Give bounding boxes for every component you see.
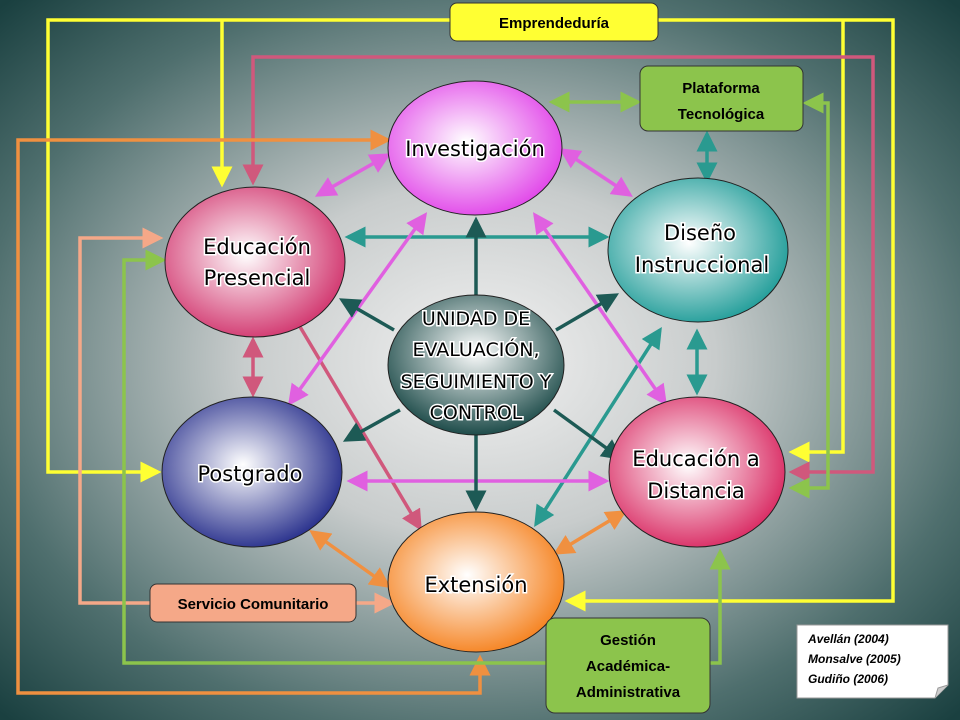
node-center-unidad-evaluacion[interactable]: UNIDAD DE EVALUACIÓN, SEGUIMIENTO Y CONT…: [387, 294, 565, 436]
box-servicio-comunitario[interactable]: Servicio Comunitario: [149, 583, 357, 623]
box-label: Académica-: [586, 658, 670, 675]
citation-note: Avellán (2004) Monsalve (2005) Gudiño (2…: [796, 624, 949, 699]
box-label: Gestión: [600, 632, 656, 649]
citation: Gudiño (2006): [808, 672, 888, 686]
box-plataforma-tecnologica[interactable]: Plataforma Tecnológica: [639, 65, 804, 132]
node-label: Presencial: [204, 266, 311, 290]
box-label: Servicio Comunitario: [178, 596, 329, 613]
node-label: UNIDAD DE: [422, 308, 530, 330]
box-label: Tecnológica: [678, 106, 765, 123]
node-label: EVALUACIÓN,: [412, 337, 539, 361]
node-label: Investigación: [405, 137, 545, 161]
node-label: Diseño: [664, 221, 736, 245]
citation: Avellán (2004): [807, 632, 889, 646]
box-gestion-academica[interactable]: Gestión Académica- Administrativa: [545, 617, 711, 714]
node-diseno-instruccional[interactable]: Diseño Instruccional: [607, 177, 789, 323]
node-label: Postgrado: [198, 462, 303, 486]
citation: Monsalve (2005): [808, 652, 901, 666]
node-investigacion[interactable]: Investigación: [387, 80, 563, 216]
node-label: CONTROL: [430, 402, 523, 424]
node-label: Instruccional: [635, 253, 769, 277]
node-label: Distancia: [647, 479, 745, 503]
box-label: Plataforma: [682, 80, 760, 97]
node-extension[interactable]: Extensión: [387, 511, 565, 653]
node-educacion-presencial[interactable]: Educación Presencial: [164, 186, 346, 338]
box-label: Administrativa: [576, 684, 681, 701]
box-emprendeduria[interactable]: Emprendeduría: [449, 2, 659, 42]
node-educacion-distancia[interactable]: Educación a Distancia: [608, 396, 786, 548]
node-label: Educación a: [632, 447, 759, 471]
connectors: [16, 18, 895, 695]
box-label: Emprendeduría: [499, 15, 610, 32]
node-postgrado[interactable]: Postgrado: [161, 396, 343, 548]
node-label: Extensión: [424, 573, 527, 597]
node-label: SEGUIMIENTO Y: [401, 371, 552, 393]
node-label: Educación: [203, 235, 311, 259]
